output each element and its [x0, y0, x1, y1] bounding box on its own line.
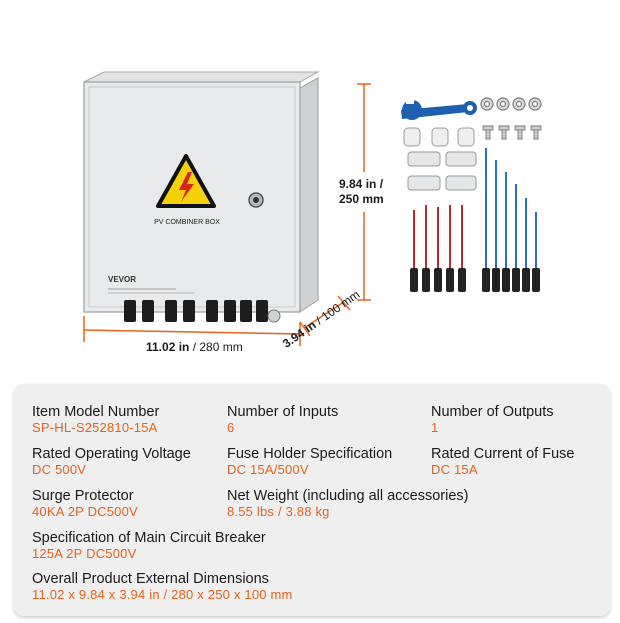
spec-number-of-inputs: Number of Inputs 6 [227, 404, 338, 435]
box-top [83, 71, 320, 83]
spec-value: 6 [227, 420, 235, 435]
spec-surge-protector: Surge Protector 40KA 2P DC500V [32, 488, 138, 519]
spec-label: Number of Outputs [431, 404, 554, 420]
specifications-panel [14, 384, 610, 616]
width-mm: / 280 mm [192, 340, 243, 354]
cable-connector-icon [410, 268, 540, 292]
spec-rated-current-of-fuse: Rated Current of Fuse DC 15A [431, 446, 574, 477]
warning-sticker-icon [156, 154, 216, 208]
cable-gland-icon [403, 127, 475, 147]
nut-icon [480, 97, 542, 111]
spec-value: DC 15A/500V [227, 462, 309, 477]
spec-label: Net Weight (including all accessories) [227, 488, 469, 504]
spec-overall-dimensions: Overall Product External Dimensions 11.0… [32, 571, 293, 602]
bottom-connectors [124, 300, 281, 323]
depth-dimension-line [299, 295, 351, 337]
spec-value: DC 500V [32, 462, 87, 477]
spec-value: 8.55 lbs / 3.88 kg [227, 504, 330, 519]
height-dimension-line [357, 83, 371, 301]
height-mm: 250 mm [339, 192, 384, 206]
spec-label: Fuse Holder Specification [227, 446, 393, 462]
box-side [299, 77, 319, 313]
spec-rated-operating-voltage: Rated Operating Voltage DC 500V [32, 446, 191, 477]
spec-label: Overall Product External Dimensions [32, 571, 269, 587]
spec-value: 1 [431, 420, 439, 435]
width-in: 11.02 in [146, 340, 190, 354]
width-dimension-label: 11.02 in / 280 mm [146, 340, 243, 354]
spec-main-circuit-breaker: Specification of Main Circuit Breaker 12… [32, 530, 266, 561]
spec-value: 125A 2P DC500V [32, 546, 137, 561]
spec-label: Item Model Number [32, 404, 160, 420]
spec-item-model-number: Item Model Number SP-HL-S252810-15A [32, 404, 159, 435]
spec-label: Number of Inputs [227, 404, 339, 420]
spec-label: Specification of Main Circuit Breaker [32, 530, 266, 546]
spec-value: 11.02 x 9.84 x 3.94 in / 280 x 250 x 100… [32, 587, 293, 602]
red-cable-icon [413, 205, 463, 270]
spec-label: Rated Operating Voltage [32, 446, 191, 462]
mounting-bracket-icon [407, 151, 477, 191]
lock-icon [248, 192, 264, 208]
width-dimension-line [83, 316, 301, 346]
spec-value: 40KA 2P DC500V [32, 504, 138, 519]
spec-net-weight: Net Weight (including all accessories) 8… [227, 488, 469, 519]
screw-icon [482, 125, 542, 140]
accessories-group [401, 96, 542, 292]
wrench-icon [401, 96, 477, 120]
height-dimension-label: 9.84 in / 250 mm [339, 177, 384, 207]
product-illustration: PV COMBINER BOX VEVOR [83, 71, 542, 346]
spec-value: SP-HL-S252810-15A [32, 420, 158, 435]
spec-number-of-outputs: Number of Outputs 1 [431, 404, 554, 435]
brand-logo: VEVOR [108, 275, 136, 284]
blue-cable-icon [485, 148, 537, 270]
spec-fuse-holder-specification: Fuse Holder Specification DC 15A/500V [227, 446, 392, 477]
height-in: 9.84 in / [339, 177, 384, 191]
spec-value: DC 15A [431, 462, 478, 477]
warning-label-text: PV COMBINER BOX [154, 219, 220, 226]
spec-label: Rated Current of Fuse [431, 446, 575, 462]
spec-label: Surge Protector [32, 488, 134, 504]
